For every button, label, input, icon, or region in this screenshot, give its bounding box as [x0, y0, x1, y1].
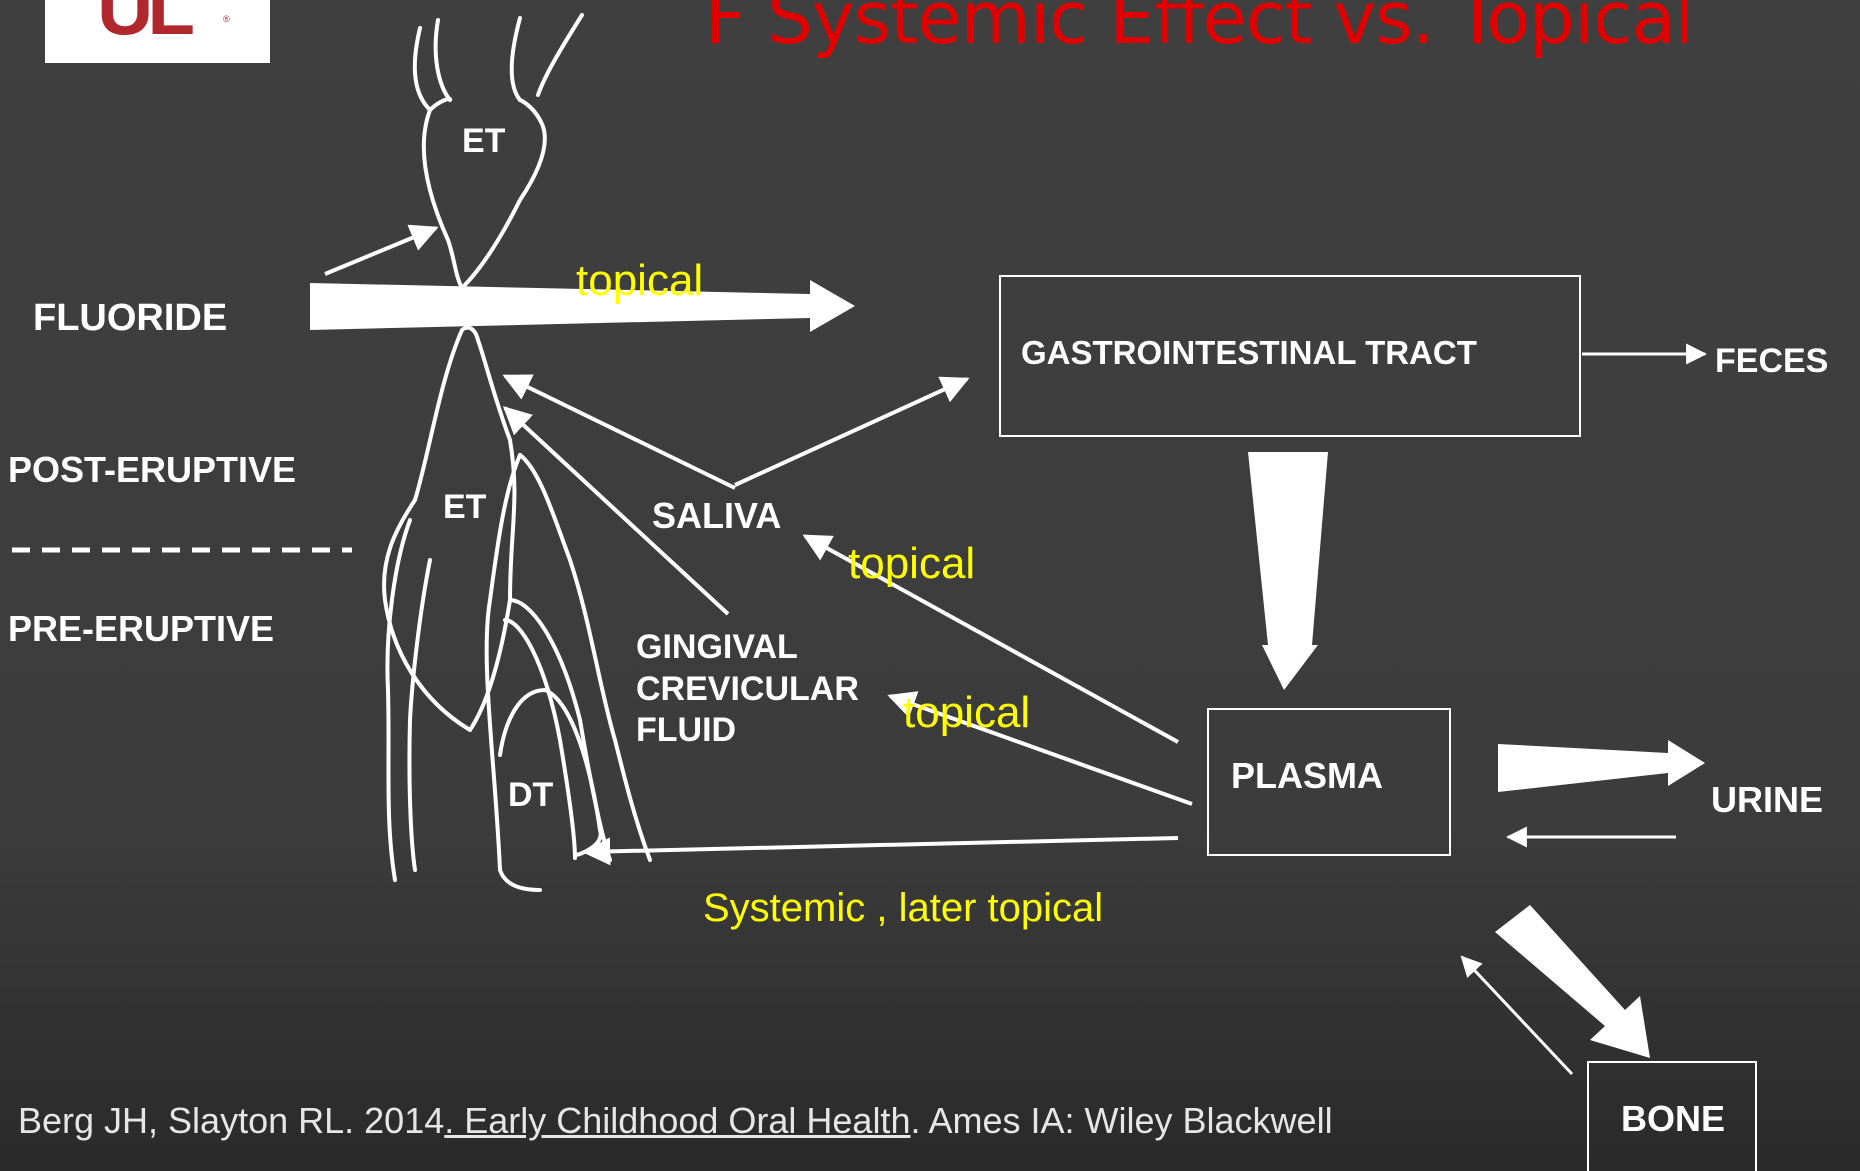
label-et-middle: ET: [443, 488, 487, 526]
tooth-illustration: [384, 15, 650, 890]
label-pre-eruptive: PRE-ERUPTIVE: [8, 608, 274, 649]
top-tooth-root-right-inner: [512, 18, 520, 100]
label-urine: URINE: [1711, 779, 1823, 820]
label-et-top: ET: [462, 122, 506, 160]
fluoride-to-et-arrow: [325, 228, 436, 274]
plasma-to-urine-arrow: [1498, 740, 1705, 792]
citation: Berg JH, Slayton RL. 2014. Early Childho…: [18, 1100, 1333, 1142]
citation-authors: Berg JH, Slayton RL. 2014: [18, 1100, 444, 1141]
gi-to-plasma-arrow: [1248, 452, 1328, 690]
top-tooth-root-right: [538, 15, 582, 95]
middle-tooth-outline: [384, 328, 514, 730]
label-gingival: GINGIVAL: [636, 628, 798, 666]
annotation-topical-fluoride: topical: [576, 256, 703, 305]
annotation-systemic: Systemic , later topical: [703, 886, 1103, 930]
label-plasma: PLASMA: [1231, 755, 1383, 796]
top-tooth-root-left: [415, 28, 430, 110]
left-root-line-2: [409, 560, 430, 870]
citation-book-title: . Early Childhood Oral Health: [444, 1100, 910, 1141]
label-fluoride: FLUORIDE: [33, 297, 227, 339]
plasma-to-teeth-arrow: [585, 838, 1178, 852]
label-bone: BONE: [1621, 1098, 1725, 1139]
label-crevicular: CREVICULAR: [636, 670, 859, 708]
saliva-to-et-arrow: [505, 376, 735, 488]
left-root-line-1: [387, 520, 410, 880]
label-post-eruptive: POST-ERUPTIVE: [8, 449, 296, 490]
annotation-topical-saliva: topical: [848, 539, 975, 588]
saliva-to-gi-arrow: [735, 379, 967, 485]
developing-tooth-inner-2: [505, 620, 575, 858]
citation-publisher: . Ames IA: Wiley Blackwell: [910, 1100, 1332, 1141]
annotation-topical-gingival: topical: [903, 688, 1030, 737]
label-gi-tract: GASTROINTESTINAL TRACT: [1021, 334, 1477, 371]
plasma-to-bone-arrow: [1495, 905, 1650, 1058]
label-feces: FECES: [1715, 342, 1828, 380]
developing-tooth-crown: [500, 690, 601, 855]
top-tooth-root-left-inner: [436, 20, 450, 100]
label-saliva: SALIVA: [652, 495, 781, 536]
label-fluid: FLUID: [636, 711, 736, 749]
label-dt: DT: [508, 776, 554, 814]
